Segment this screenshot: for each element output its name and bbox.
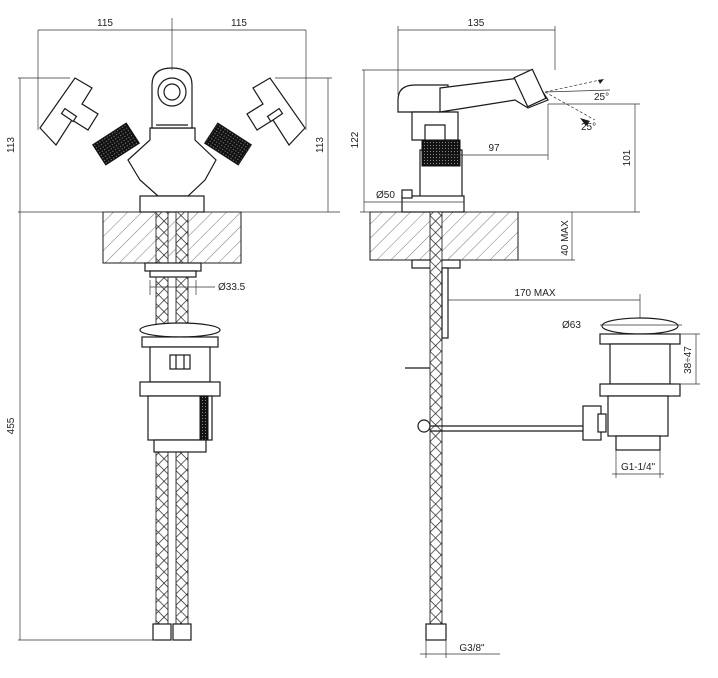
- dim-base-diameter-label: Ø50: [376, 190, 395, 201]
- right-handle: [246, 77, 306, 146]
- dim-spout-height: 101: [548, 103, 640, 212]
- left-knurl: [91, 122, 141, 166]
- waste-side: [582, 317, 681, 451]
- dim-width-left-label: 115: [97, 18, 113, 29]
- dim-waste-height: 38÷47: [676, 333, 700, 385]
- deck-slab-front: [102, 211, 242, 264]
- dim-spout-reach: 97: [440, 104, 549, 160]
- spray-angle-down-label: 25°: [581, 122, 596, 133]
- spout-outlet-inner: [163, 83, 181, 101]
- dim-waste-reach: 170 MAX: [448, 288, 641, 318]
- dim-plug-diameter: Ø63: [562, 320, 682, 331]
- fixing-nut: [144, 262, 202, 272]
- dim-spout-reach-label: 97: [488, 143, 500, 154]
- hose-fitting-right: [172, 623, 192, 641]
- dim-front-height-right: 113: [275, 77, 332, 212]
- dim-hole-diameter: Ø33.5: [149, 280, 246, 295]
- dim-waste-thread: G1-1/4": [612, 450, 664, 478]
- dim-total-height: 455: [6, 212, 155, 641]
- waste-front: [139, 322, 221, 453]
- dim-base-diameter: Ø50: [364, 190, 464, 203]
- left-handle: [39, 77, 99, 146]
- handle-side-bottom: [411, 111, 459, 141]
- dim-total-height-label: 455: [6, 417, 17, 434]
- dim-plug-diameter-label: Ø63: [562, 320, 581, 331]
- spray-angle-up-label: 25°: [594, 92, 609, 103]
- dim-deck-max: 40 MAX: [460, 212, 575, 261]
- hose-fitting-side: [425, 623, 447, 641]
- handle-side-top: [397, 84, 449, 113]
- dim-height-right-label: 113: [315, 137, 326, 153]
- dim-hose-thread: G3/8": [420, 640, 500, 658]
- dim-front-height-left: 113: [6, 77, 70, 212]
- dim-side-width-label: 135: [468, 18, 485, 29]
- dim-side-height-label: 122: [350, 131, 361, 148]
- spray-nozzle: [513, 68, 547, 108]
- dim-side-width: 135: [397, 18, 556, 95]
- dim-waste-height-label: 38÷47: [683, 346, 694, 374]
- dim-waste-reach-label: 170 MAX: [514, 288, 555, 299]
- dim-hose-thread-label: G3/8": [459, 643, 485, 654]
- hose-fitting-left: [152, 623, 172, 641]
- deck-slab-side: [369, 211, 519, 261]
- knurl-side: [421, 139, 461, 167]
- dim-height-left-label: 113: [6, 137, 17, 153]
- dim-hole-diameter-label: Ø33.5: [218, 282, 246, 293]
- dim-width-right-label: 115: [231, 18, 247, 29]
- dim-spout-height-label: 101: [622, 149, 633, 166]
- base-front: [139, 195, 205, 213]
- dim-side-height: 122: [350, 69, 530, 212]
- dim-deck-max-label: 40 MAX: [560, 220, 571, 256]
- body-front: [127, 127, 217, 197]
- dim-front-width: 115 115: [37, 18, 307, 130]
- side-view: 25° 25° 135: [350, 18, 700, 658]
- dim-waste-thread-label: G1-1/4": [621, 462, 656, 473]
- hose-side: [429, 211, 443, 633]
- front-view: 115 115 113 113 455 Ø33.5: [6, 18, 340, 641]
- pop-up-rod: [441, 267, 449, 339]
- right-knurl: [203, 122, 253, 166]
